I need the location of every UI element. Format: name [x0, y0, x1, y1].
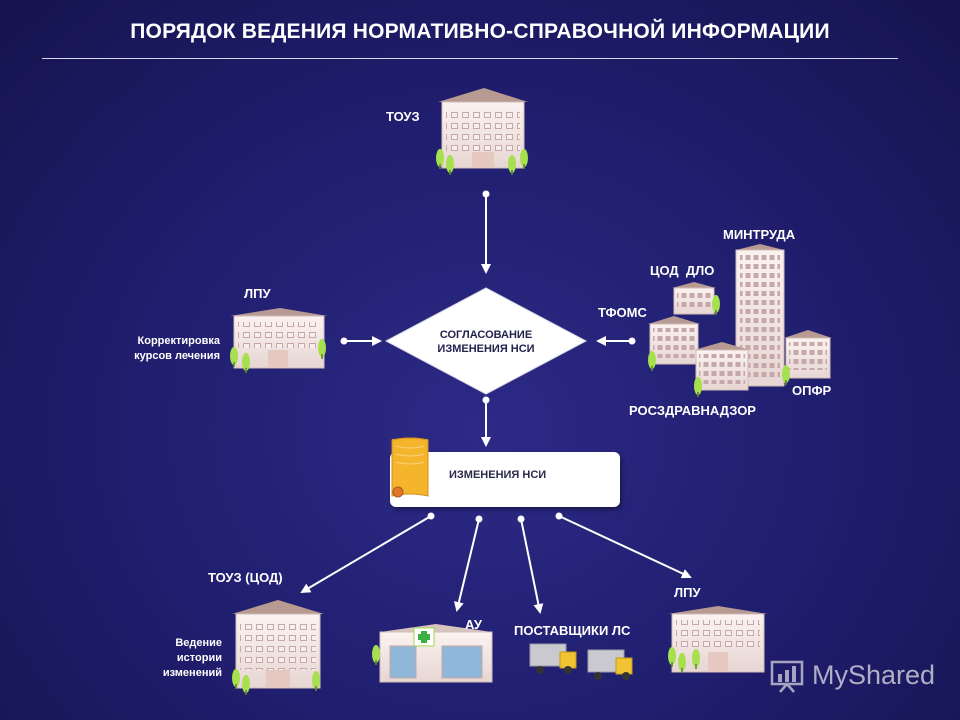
building-tfoms	[648, 316, 700, 371]
arrow-changes-to-au	[454, 515, 483, 612]
building-tsod-dlo	[672, 282, 720, 315]
arrow-changes-to-lpu-bottom	[555, 512, 692, 579]
label-opfr: ОПФР	[792, 383, 832, 398]
presentation-icon	[770, 660, 804, 693]
watermark-text: MyShared	[812, 660, 936, 690]
note-history-line-1: Ведение	[175, 637, 222, 649]
label-au: АУ	[465, 617, 482, 632]
approval-diamond	[384, 287, 588, 395]
label-touz: ТОУЗ	[386, 109, 420, 124]
label-mintrud: МИНТРУДА	[723, 227, 796, 242]
arrow-agencies-to-approval	[596, 336, 636, 346]
arrow-changes-to-suppliers	[517, 515, 544, 614]
trucks-icon	[529, 643, 633, 680]
label-tsod-dlo: ЦОД ДЛО	[650, 263, 715, 278]
note-lpu-correction: Корректировка курсов лечения	[110, 334, 220, 364]
building-roszdravnadzor	[694, 342, 750, 397]
arrow-approval-to-changes	[481, 396, 491, 447]
note-lpu-line-2: курсов лечения	[134, 350, 220, 362]
building-lpu-bottom	[668, 606, 768, 673]
arrow-lpu-to-approval	[340, 336, 382, 346]
arrow-touz-to-approval	[481, 190, 491, 274]
building-pharmacy	[372, 624, 493, 683]
building-touz	[436, 88, 528, 175]
label-roszdravnadzor: РОСЗДРАВНАДЗОР	[629, 403, 756, 418]
label-suppliers: ПОСТАВЩИКИ ЛС	[514, 623, 631, 638]
page-title: ПОРЯДОК ВЕДЕНИЯ НОРМАТИВНО-СПРАВОЧНОЙ ИН…	[130, 20, 830, 43]
label-tfoms: ТФОМС	[598, 305, 647, 320]
arrow-changes-to-touz-tsod	[300, 512, 435, 594]
note-touz-tsod-history: Ведение истории изменений	[130, 636, 222, 681]
label-lpu-left: ЛПУ	[244, 286, 271, 301]
note-history-line-2: истории	[176, 652, 222, 664]
note-history-line-3: изменений	[162, 667, 222, 679]
label-touz-tsod: ТОУЗ (ЦОД)	[208, 570, 283, 585]
approval-line-2: ИЗМЕНЕНИЯ НСИ	[437, 343, 535, 355]
note-lpu-line-1: Корректировка	[137, 335, 220, 347]
building-touz-tsod	[232, 600, 324, 695]
title-divider	[42, 58, 898, 59]
label-lpu-bottom: ЛПУ	[674, 585, 701, 600]
changes-label: ИЗМЕНЕНИЯ НСИ	[449, 469, 547, 481]
building-lpu-left	[230, 308, 328, 373]
building-opfr	[782, 330, 832, 385]
approval-label: СОГЛАСОВАНИЕ ИЗМЕНЕНИЯ НСИ	[408, 328, 564, 356]
approval-line-1: СОГЛАСОВАНИЕ	[439, 329, 533, 341]
